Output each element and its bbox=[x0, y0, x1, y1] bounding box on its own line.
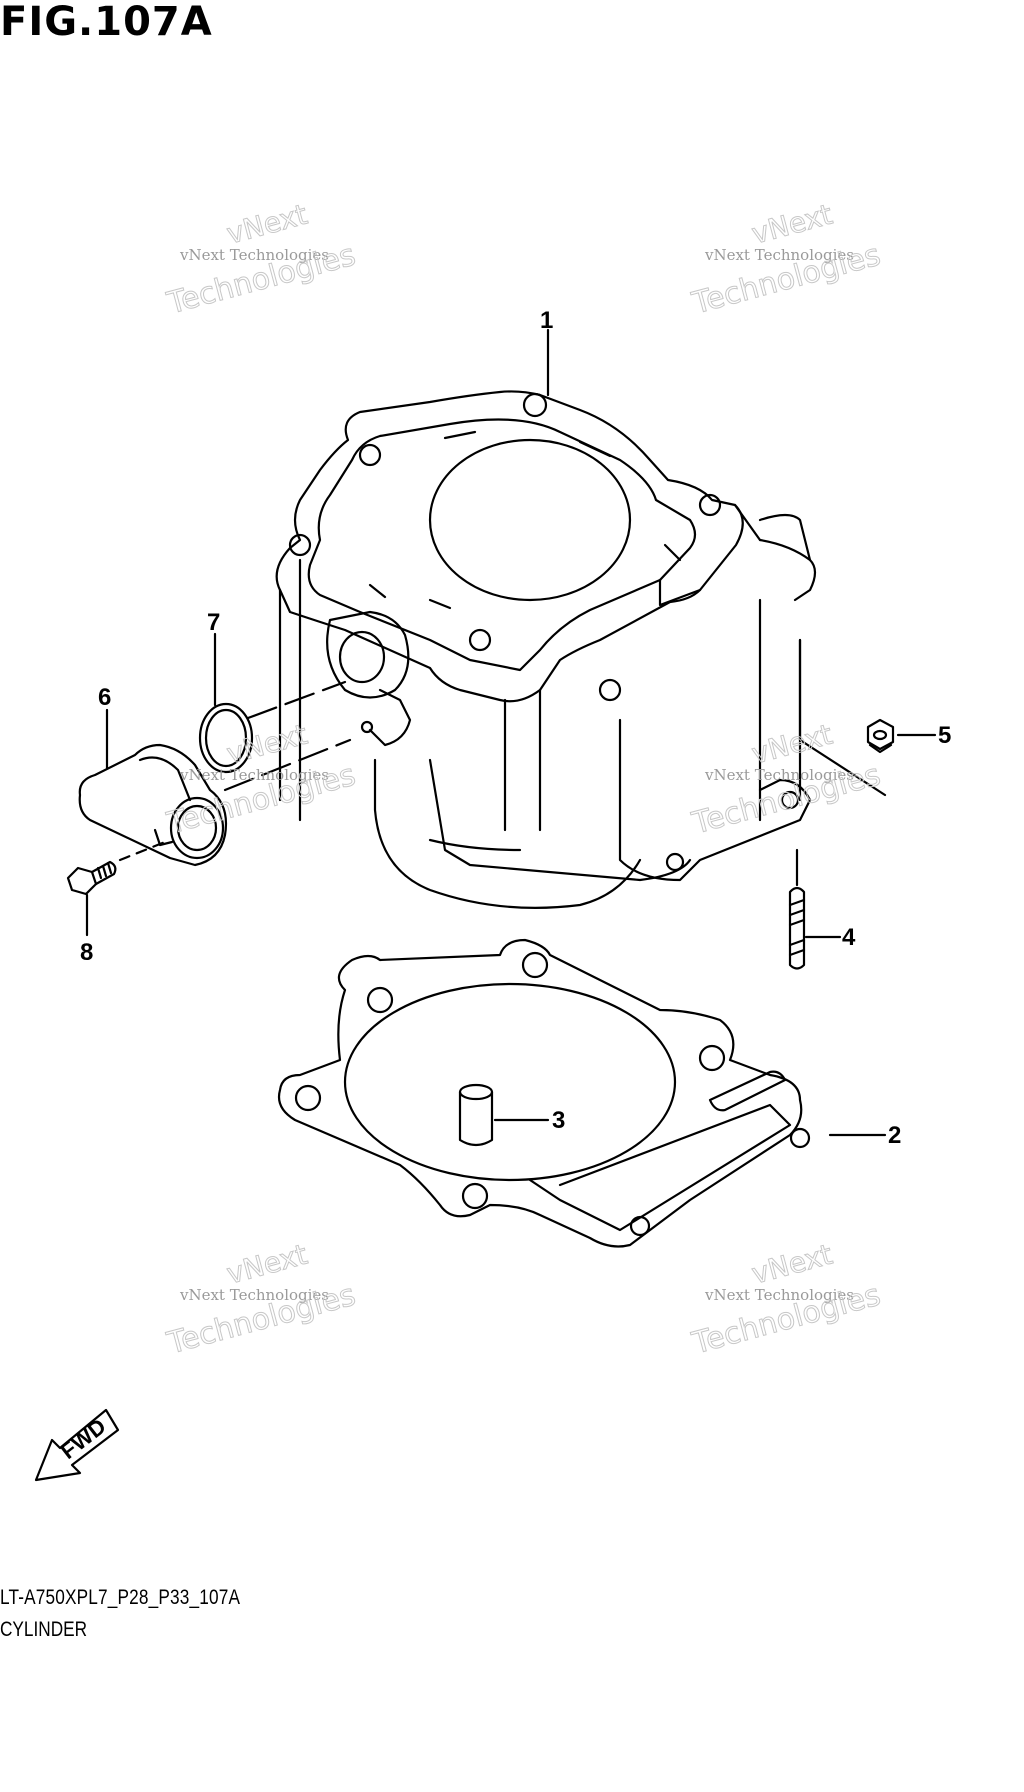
hex-bolt bbox=[66, 860, 117, 896]
model-code: LT-A750XPL7_P28_P33_107A bbox=[0, 1586, 241, 1609]
callout-5: 5 bbox=[938, 722, 951, 749]
callout-1: 1 bbox=[540, 307, 553, 334]
watermark-mid-right: vNext vNext Technologies Technologies bbox=[688, 717, 885, 842]
svg-text:vNext Technologies: vNext Technologies bbox=[179, 766, 329, 784]
figure-title: FIG.107A bbox=[0, 0, 213, 45]
svg-text:vNext: vNext bbox=[748, 1238, 836, 1291]
watermark-top-left: vNext vNext Technologies Technologies bbox=[163, 197, 360, 322]
svg-text:vNext: vNext bbox=[223, 1238, 311, 1291]
callout-7: 7 bbox=[207, 609, 220, 636]
watermark-bottom-left: vNext vNext Technologies Technologies bbox=[163, 1237, 360, 1362]
o-ring bbox=[198, 702, 254, 774]
svg-text:vNext Technologies: vNext Technologies bbox=[704, 1286, 854, 1304]
svg-text:vNext: vNext bbox=[748, 198, 836, 251]
callout-4: 4 bbox=[842, 924, 856, 951]
watermark-bottom-right: vNext vNext Technologies Technologies bbox=[688, 1237, 885, 1362]
figure-caption: CYLINDER bbox=[0, 1618, 88, 1641]
cylinder-block bbox=[275, 390, 817, 909]
callout-6: 6 bbox=[98, 684, 111, 711]
stud-bolt bbox=[788, 848, 806, 970]
callout-3: 3 bbox=[552, 1107, 565, 1134]
svg-text:vNext Technologies: vNext Technologies bbox=[179, 246, 329, 264]
svg-text:vNext Technologies: vNext Technologies bbox=[704, 766, 854, 784]
svg-text:vNext: vNext bbox=[223, 718, 311, 771]
svg-text:vNext: vNext bbox=[223, 198, 311, 251]
callout-8: 8 bbox=[80, 939, 93, 966]
watermark-top-right: vNext vNext Technologies Technologies bbox=[688, 197, 885, 322]
dowel-pin bbox=[458, 1083, 494, 1147]
svg-text:vNext Technologies: vNext Technologies bbox=[704, 246, 854, 264]
watermark-mid-left: vNext vNext Technologies Technologies bbox=[163, 717, 360, 842]
svg-text:vNext: vNext bbox=[748, 718, 836, 771]
forward-direction-arrow bbox=[34, 1408, 120, 1482]
water-inlet-pipe bbox=[78, 743, 228, 867]
flange-nut bbox=[866, 718, 895, 754]
svg-text:vNext Technologies: vNext Technologies bbox=[179, 1286, 329, 1304]
cylinder-gasket bbox=[277, 938, 811, 1248]
callout-2: 2 bbox=[888, 1122, 901, 1149]
